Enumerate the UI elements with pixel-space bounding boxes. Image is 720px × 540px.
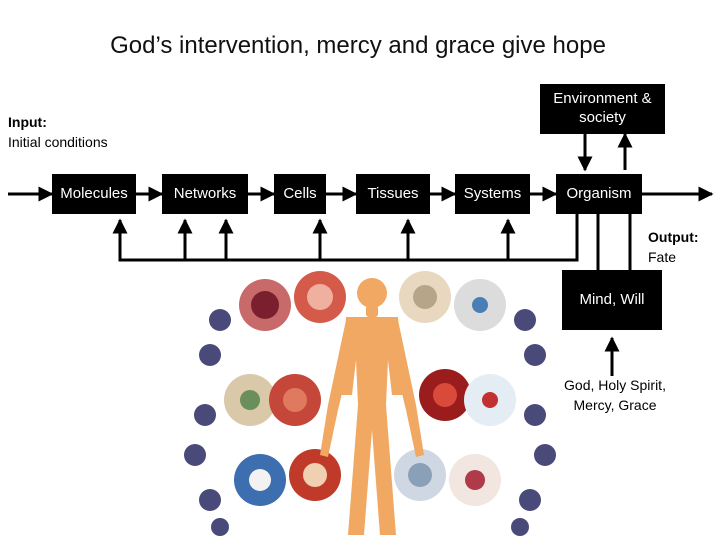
output-label: Output: Fate xyxy=(648,228,699,267)
chain-networks: Networks xyxy=(162,174,248,214)
output-heading: Output: xyxy=(648,229,699,245)
chain-organism: Organism xyxy=(556,174,642,214)
chain-cells: Cells xyxy=(274,174,326,214)
input-text: Initial conditions xyxy=(8,133,108,150)
input-label: Input: Initial conditions xyxy=(8,113,108,152)
organ-circles xyxy=(224,271,516,506)
slide-title: God’s intervention, mercy and grace give… xyxy=(110,32,606,59)
human-figure xyxy=(320,278,424,535)
mind-will-box: Mind, Will xyxy=(562,270,662,330)
chain-systems: Systems xyxy=(455,174,530,214)
environment-box: Environment & society xyxy=(540,84,665,134)
human-body-illustration xyxy=(184,271,556,536)
god-line-1: God, Holy Spirit, xyxy=(564,377,666,393)
chain-molecules: Molecules xyxy=(52,174,136,214)
output-text: Fate xyxy=(648,248,677,265)
molecule-models xyxy=(184,309,556,536)
input-heading: Input: xyxy=(8,114,47,130)
feedback-loop xyxy=(112,214,579,262)
god-label: God, Holy Spirit, Mercy, Grace xyxy=(548,376,682,416)
chain-tissues: Tissues xyxy=(356,174,430,214)
god-line-2: Mercy, Grace xyxy=(573,396,657,413)
